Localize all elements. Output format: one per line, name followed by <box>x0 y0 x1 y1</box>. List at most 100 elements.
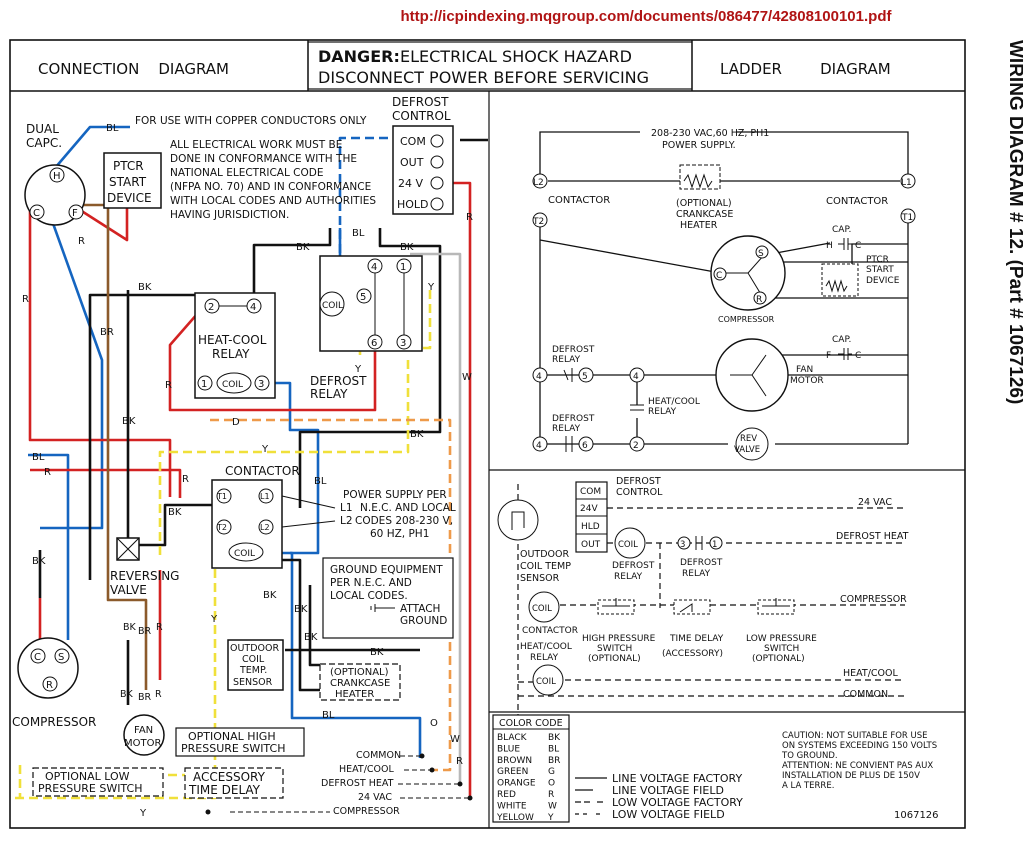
svg-text:COMMON: COMMON <box>843 689 888 700</box>
svg-text:BK: BK <box>294 604 308 615</box>
svg-text:CRANKCASE: CRANKCASE <box>676 209 733 220</box>
ground-note-box <box>322 557 454 639</box>
svg-text:4: 4 <box>536 441 542 451</box>
svg-text:RELAY: RELAY <box>614 572 643 582</box>
color-code-abbr: BR <box>548 756 560 766</box>
part-number: 1067126 <box>894 810 939 821</box>
svg-text:C: C <box>33 208 40 219</box>
svg-text:R: R <box>456 756 463 767</box>
svg-text:HIGH PRESSURE: HIGH PRESSURE <box>582 634 656 644</box>
svg-text:T2: T2 <box>532 217 544 227</box>
color-code-name: YELLOW <box>496 813 534 823</box>
svg-text:LINE VOLTAGE FACTORY: LINE VOLTAGE FACTORY <box>612 772 742 785</box>
side-title: WIRING DIAGRAM # 12. (Part # 1067126) <box>1005 40 1023 405</box>
svg-text:T1: T1 <box>216 492 227 501</box>
svg-text:GROUND: GROUND <box>400 615 447 627</box>
svg-text:L2: L2 <box>533 178 544 188</box>
color-code-abbr: G <box>548 767 555 777</box>
svg-text:POWER SUPPLY.: POWER SUPPLY. <box>662 140 736 151</box>
svg-text:SWITCH: SWITCH <box>597 644 632 654</box>
ptcr-start-device <box>103 152 162 209</box>
svg-text:R: R <box>44 467 51 478</box>
svg-text:(OPTIONAL): (OPTIONAL) <box>330 667 389 678</box>
svg-text:START: START <box>109 175 147 189</box>
svg-text:R: R <box>165 380 172 391</box>
crankcase-heater <box>319 663 401 701</box>
accessory-time-delay <box>184 767 284 799</box>
svg-text:VALVE: VALVE <box>734 445 760 455</box>
svg-text:60 HZ, PH1: 60 HZ, PH1 <box>370 528 429 540</box>
svg-text:PRESSURE SWITCH: PRESSURE SWITCH <box>181 742 285 755</box>
svg-text:BL: BL <box>106 123 119 134</box>
svg-text:C: C <box>34 652 41 663</box>
terminal-defrost-heat: DEFROST HEAT <box>321 778 394 789</box>
wire-bk-reversing <box>88 293 225 580</box>
svg-text:HEAT/COOL: HEAT/COOL <box>843 668 898 679</box>
svg-text:RELAY: RELAY <box>310 387 348 401</box>
svg-text:SWITCH: SWITCH <box>764 644 799 654</box>
svg-text:BR: BR <box>138 692 152 703</box>
svg-text:BK: BK <box>370 647 384 658</box>
contactor-coil <box>228 542 264 562</box>
svg-text:CRANKCASE: CRANKCASE <box>330 678 390 689</box>
svg-text:ACCESSORY: ACCESSORY <box>193 770 266 784</box>
danger-label: DANGER: <box>318 47 400 66</box>
svg-text:24V: 24V <box>580 504 598 514</box>
svg-text:BK: BK <box>168 507 182 518</box>
svg-text:OUTDOOR: OUTDOOR <box>230 643 280 654</box>
svg-text:RELAY: RELAY <box>682 569 711 579</box>
svg-text:RELAY: RELAY <box>552 424 581 434</box>
svg-text:Y: Y <box>354 364 362 375</box>
svg-text:POWER SUPPLY PER: POWER SUPPLY PER <box>343 489 447 501</box>
line-legend <box>575 777 607 815</box>
svg-text:BK: BK <box>400 242 414 253</box>
ladder-ptcr <box>821 263 859 297</box>
svg-text:HOLD: HOLD <box>397 198 429 211</box>
svg-text:REV: REV <box>740 434 757 444</box>
ladder-rev-valve <box>735 427 769 461</box>
svg-text:3: 3 <box>400 338 406 349</box>
svg-text:FAN: FAN <box>796 365 813 375</box>
svg-text:BL: BL <box>314 476 327 487</box>
svg-text:BK: BK <box>123 622 137 633</box>
svg-text:OUTDOOR: OUTDOOR <box>520 549 570 560</box>
wire-bl-cap-ptcr <box>54 125 130 169</box>
svg-text:MOTOR: MOTOR <box>790 376 824 386</box>
svg-text:S: S <box>58 652 64 663</box>
svg-text:Y: Y <box>210 614 218 625</box>
wire-bk-hc-relay <box>252 228 332 305</box>
svg-text:1: 1 <box>400 262 406 273</box>
svg-text:MOTOR: MOTOR <box>124 738 161 749</box>
svg-text:24 VAC: 24 VAC <box>858 497 892 508</box>
svg-text:4: 4 <box>633 372 639 382</box>
svg-text:F: F <box>826 351 831 361</box>
svg-text:COMPRESSOR: COMPRESSOR <box>12 715 96 729</box>
svg-text:VALVE: VALVE <box>110 583 147 597</box>
color-code-abbr: BL <box>548 744 559 754</box>
svg-text:HEAT/COOL: HEAT/COOL <box>520 642 572 652</box>
svg-text:T1: T1 <box>901 213 913 223</box>
svg-text:CONTACTOR: CONTACTOR <box>522 626 578 636</box>
svg-text:R: R <box>182 474 189 485</box>
svg-text:N.E.C. AND LOCAL: N.E.C. AND LOCAL <box>360 502 456 514</box>
svg-text:RELAY: RELAY <box>648 407 677 417</box>
dual-capc-label-2: CAPC. <box>26 136 62 150</box>
color-code-name: WHITE <box>497 801 527 811</box>
svg-text:(OPTIONAL): (OPTIONAL) <box>752 654 805 664</box>
svg-text:3: 3 <box>258 379 264 390</box>
svg-text:HEAT/COOL: HEAT/COOL <box>648 397 700 407</box>
color-code-abbr: O <box>548 779 555 789</box>
svg-text:COIL: COIL <box>322 301 343 311</box>
svg-text:LOW VOLTAGE FIELD: LOW VOLTAGE FIELD <box>612 808 725 821</box>
svg-text:BK: BK <box>138 282 152 293</box>
svg-text:SENSOR: SENSOR <box>520 573 560 584</box>
svg-text:BK: BK <box>263 590 277 601</box>
svg-text:5: 5 <box>582 372 588 382</box>
svg-text:W: W <box>450 734 460 745</box>
svg-text:C: C <box>855 351 861 361</box>
svg-text:START: START <box>866 265 894 275</box>
svg-text:L1: L1 <box>901 178 912 188</box>
svg-text:HLD: HLD <box>581 522 600 532</box>
svg-text:HEATER: HEATER <box>680 220 718 231</box>
